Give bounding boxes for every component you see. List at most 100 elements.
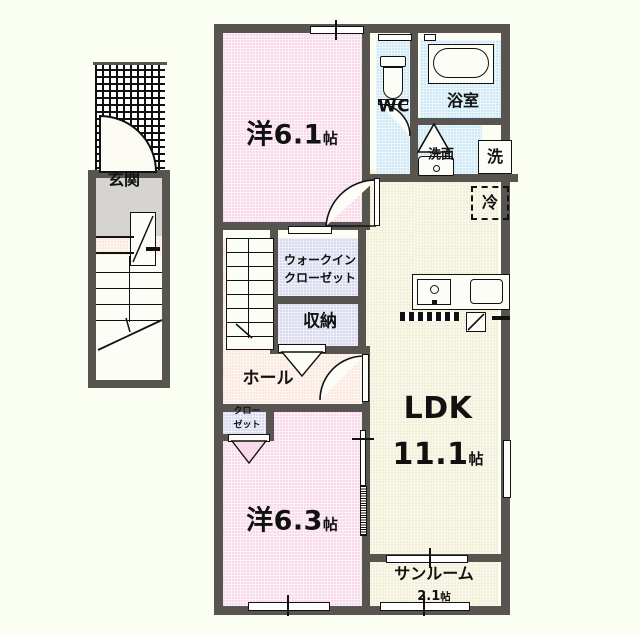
label-sunroom-area: 2.1帖 (417, 587, 451, 603)
stair-tread (226, 308, 274, 310)
window-sunroom-bottom (380, 602, 470, 611)
label-ldk-area-text: 11.1 (392, 437, 469, 472)
label-sunroom-name: サンルーム (394, 566, 474, 582)
wall-closet-right (358, 230, 366, 354)
label-sunroom-area-text: 2.1 (417, 589, 441, 604)
room-fill-bedroom-north (222, 32, 362, 226)
wall-entrance-top (88, 170, 170, 178)
label-closet-small-line1: クロー (233, 406, 261, 417)
stair-tread (226, 266, 274, 268)
kitchen-wall-stub-icon (492, 316, 510, 320)
door-bedroom-north-panel[interactable] (374, 178, 380, 226)
kitchen-counter-dash-icon (400, 312, 460, 321)
wall-entrance-left (88, 170, 96, 388)
wall-hall-bottom (214, 404, 370, 412)
wall-entrance-porch-frame-top (93, 62, 167, 65)
window-bedroom-south-bottom (248, 602, 330, 611)
entrance-door-icon[interactable] (98, 110, 162, 174)
sliding-door-mark (352, 438, 374, 440)
door-bedroom-north-icon[interactable] (322, 178, 378, 230)
window-sunroom-top (386, 555, 468, 563)
wall-ldk-left (362, 346, 370, 608)
label-bath: 浴室 (446, 91, 480, 110)
label-storage: 収納 (303, 311, 337, 332)
stair-tread (226, 322, 274, 324)
label-ldk-name: LDK (404, 394, 473, 424)
wall-bedroom-north-right (362, 24, 370, 230)
label-bedroom-south-area: 6.3 (273, 505, 323, 537)
door-wc-panel[interactable] (378, 99, 408, 105)
wall-entrance-right-lower (162, 246, 170, 388)
stair-direction-arrow-icon (235, 323, 253, 339)
sliding-door-ldk-bedroom-lower[interactable] (360, 486, 367, 536)
label-hall: ホール (242, 368, 294, 389)
stair-tread (226, 252, 274, 254)
wall-entrance-bottom (88, 380, 170, 388)
window-mark-sun-bottom (423, 595, 425, 616)
room-fill-sunroom (366, 562, 498, 606)
label-entrance: 玄関 (107, 170, 141, 189)
label-ldk-unit: 帖 (468, 450, 484, 468)
label-walk-in-closet-line2: クローゼット (283, 271, 357, 285)
window-mark-sun-top (429, 548, 431, 568)
label-ldk-text: LDK (403, 391, 473, 426)
label-ldk-area: 11.1帖 (392, 440, 483, 470)
wall-main-left (214, 24, 223, 615)
label-closet-small-line2: ゼット (233, 420, 261, 431)
label-sunroom-text: サンルーム (394, 564, 474, 583)
refrigerator-slot-icon (471, 186, 509, 220)
kitchen-stove-icon (470, 279, 503, 304)
stair-winder-lines-icon (97, 317, 163, 351)
wall-entrance-right-upper (162, 170, 170, 252)
label-fridge: 冷 (481, 193, 499, 212)
wall-bath-bottom (410, 118, 510, 125)
entrance-step-line (96, 236, 134, 238)
label-washroom: 洗面 (427, 147, 455, 163)
entrance-step-line-2 (96, 252, 134, 254)
label-bedroom-south-unit: 帖 (322, 515, 338, 534)
wash-basin-drain-icon (433, 165, 440, 172)
wall-wc-right (410, 32, 418, 182)
wall-main-bottom (214, 606, 510, 615)
label-bedroom-north-area: 6.1 (273, 119, 323, 151)
bathtub-inner-icon (433, 48, 489, 78)
label-bedroom-north: 洋6.1帖 (246, 122, 338, 149)
window-mark-bn-top (335, 20, 337, 40)
door-closet-small-arrow-icon (230, 440, 268, 465)
window-mark-bs-bottom (287, 595, 289, 616)
label-sunroom-unit: 帖 (440, 591, 451, 603)
label-walk-in-closet-line1: ウォークイン (283, 253, 357, 267)
room-fill-storage (276, 304, 362, 346)
stair-tread (226, 294, 274, 296)
toilet-bowl-icon (383, 67, 403, 99)
door-hall-ldk-panel[interactable] (362, 354, 369, 402)
label-wc: WC (377, 96, 411, 117)
label-bedroom-south-name: 洋 (246, 505, 274, 537)
stair-stringer (248, 238, 250, 338)
room-fill-ldk-upper (414, 178, 498, 278)
window-wc-top (378, 34, 412, 41)
kitchen-sink-drain-icon (432, 300, 437, 304)
stair-tread (226, 280, 274, 282)
shoe-cabinet-diag-icon (132, 215, 154, 263)
wall-closet-small-right (266, 404, 274, 440)
toilet-tank-icon (380, 56, 406, 67)
window-bedroom-north-top (310, 26, 364, 34)
window-ldk-right (503, 440, 511, 498)
entrance-handrail-mark (146, 247, 160, 251)
window-bath-top (424, 34, 436, 41)
door-hall-ldk-icon[interactable] (318, 354, 366, 404)
label-bedroom-north-name: 洋 (246, 119, 274, 151)
room-fill-walk-in-closet (276, 238, 362, 296)
door-walkin-panel[interactable] (288, 226, 332, 234)
door-storage-arrow-icon (280, 351, 324, 378)
label-bedroom-north-unit: 帖 (322, 129, 338, 148)
label-bedroom-south: 洋6.3帖 (246, 508, 338, 535)
bath-door-icon (416, 122, 452, 153)
stair-stringer-lower (129, 256, 131, 322)
kitchen-faucet-icon (430, 285, 439, 294)
wall-closet-left (270, 230, 278, 354)
sliding-door-ldk-bedroom-upper[interactable] (360, 430, 366, 486)
wall-closet-mid (270, 296, 366, 304)
